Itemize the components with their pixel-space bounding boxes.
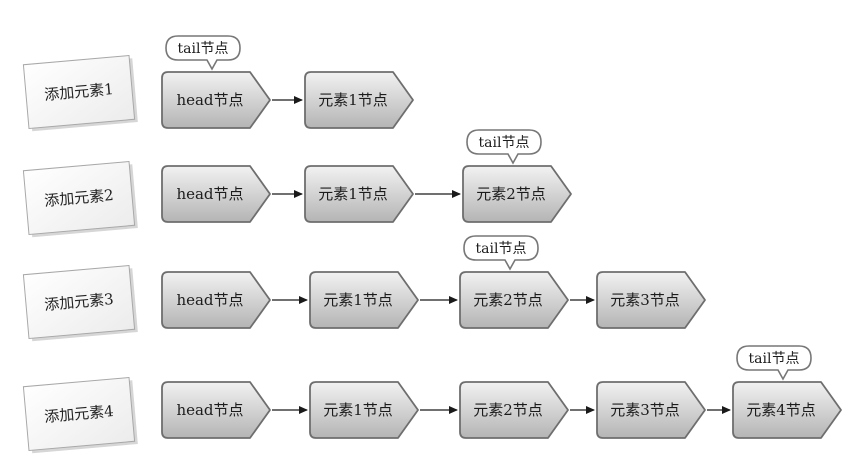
tail-bubble-shape xyxy=(463,235,539,271)
step-card-label: 添加元素4 xyxy=(44,402,115,426)
row-2: 添加元素2 head节点 元素1节点 元素2节点 tail节点 xyxy=(22,129,572,238)
list-node-shape xyxy=(459,381,569,439)
list-node: 元素1节点 xyxy=(304,71,414,129)
list-node-shape xyxy=(161,271,271,329)
tail-bubble-label: tail节点 xyxy=(479,135,530,151)
step-card: 添加元素4 xyxy=(22,376,138,454)
list-node-label: 元素2节点 xyxy=(473,291,543,309)
list-node: 元素2节点 xyxy=(459,381,569,439)
list-node-label: 元素1节点 xyxy=(318,91,388,109)
step-card-label: 添加元素3 xyxy=(44,290,115,314)
row-3: 添加元素3 head节点 元素1节点 元素2节点 元素3节点 tail节点 xyxy=(22,235,706,342)
list-node-shape xyxy=(596,381,706,439)
step-card: 添加元素2 xyxy=(22,160,138,238)
list-node-label: 元素3节点 xyxy=(610,291,680,309)
list-node-label: 元素1节点 xyxy=(323,401,393,419)
row-1: 添加元素1 head节点 元素1节点 tail节点 xyxy=(22,35,414,132)
tail-bubble-label: tail节点 xyxy=(476,241,527,257)
step-card-body xyxy=(22,264,136,340)
list-node-label: head节点 xyxy=(176,401,243,419)
list-node: 元素1节点 xyxy=(309,271,419,329)
list-node: head节点 xyxy=(161,165,271,223)
list-node: 元素1节点 xyxy=(309,381,419,439)
step-card-label: 添加元素2 xyxy=(44,186,115,210)
list-node-label: 元素1节点 xyxy=(318,185,388,203)
step-card-body xyxy=(22,376,136,452)
list-node-shape xyxy=(596,271,706,329)
list-node-shape xyxy=(161,71,271,129)
tail-bubble-shape xyxy=(165,35,241,71)
list-node-shape xyxy=(732,381,842,439)
tail-pointer-bubble: tail节点 xyxy=(736,345,812,381)
list-node-shape xyxy=(462,165,572,223)
list-node-shape xyxy=(459,271,569,329)
list-node-shape xyxy=(309,271,419,329)
list-node-shape xyxy=(304,165,414,223)
list-node: 元素1节点 xyxy=(304,165,414,223)
tail-pointer-bubble: tail节点 xyxy=(165,35,241,71)
tail-bubble-label: tail节点 xyxy=(749,351,800,367)
list-node-label: head节点 xyxy=(176,185,243,203)
list-node-shape xyxy=(161,381,271,439)
list-node: 元素3节点 xyxy=(596,381,706,439)
row-4: 添加元素4 head节点 元素1节点 元素2节点 元素3节点 元素4节点 tail节点 xyxy=(22,345,842,454)
step-card: 添加元素1 xyxy=(22,54,138,132)
list-node-shape xyxy=(309,381,419,439)
list-node: head节点 xyxy=(161,271,271,329)
list-node-label: head节点 xyxy=(176,91,243,109)
list-node: head节点 xyxy=(161,71,271,129)
tail-bubble-label: tail节点 xyxy=(178,41,229,57)
list-node-label: 元素2节点 xyxy=(473,401,543,419)
list-node-shape xyxy=(161,165,271,223)
list-node-shape xyxy=(304,71,414,129)
list-node-label: 元素1节点 xyxy=(323,291,393,309)
list-node-label: 元素2节点 xyxy=(476,185,546,203)
list-node: 元素3节点 xyxy=(596,271,706,329)
list-node: 元素2节点 xyxy=(462,165,572,223)
tail-bubble-shape xyxy=(466,129,542,165)
step-card: 添加元素3 xyxy=(22,264,138,342)
tail-bubble-shape xyxy=(736,345,812,381)
list-node-label: 元素3节点 xyxy=(610,401,680,419)
step-card-label: 添加元素1 xyxy=(44,80,115,104)
list-node-label: head节点 xyxy=(176,291,243,309)
list-node: 元素2节点 xyxy=(459,271,569,329)
tail-pointer-bubble: tail节点 xyxy=(466,129,542,165)
step-card-body xyxy=(22,160,136,236)
tail-pointer-bubble: tail节点 xyxy=(463,235,539,271)
step-card-body xyxy=(22,54,136,130)
list-node-label: 元素4节点 xyxy=(746,401,816,419)
list-node: 元素4节点 xyxy=(732,381,842,439)
list-node: head节点 xyxy=(161,381,271,439)
